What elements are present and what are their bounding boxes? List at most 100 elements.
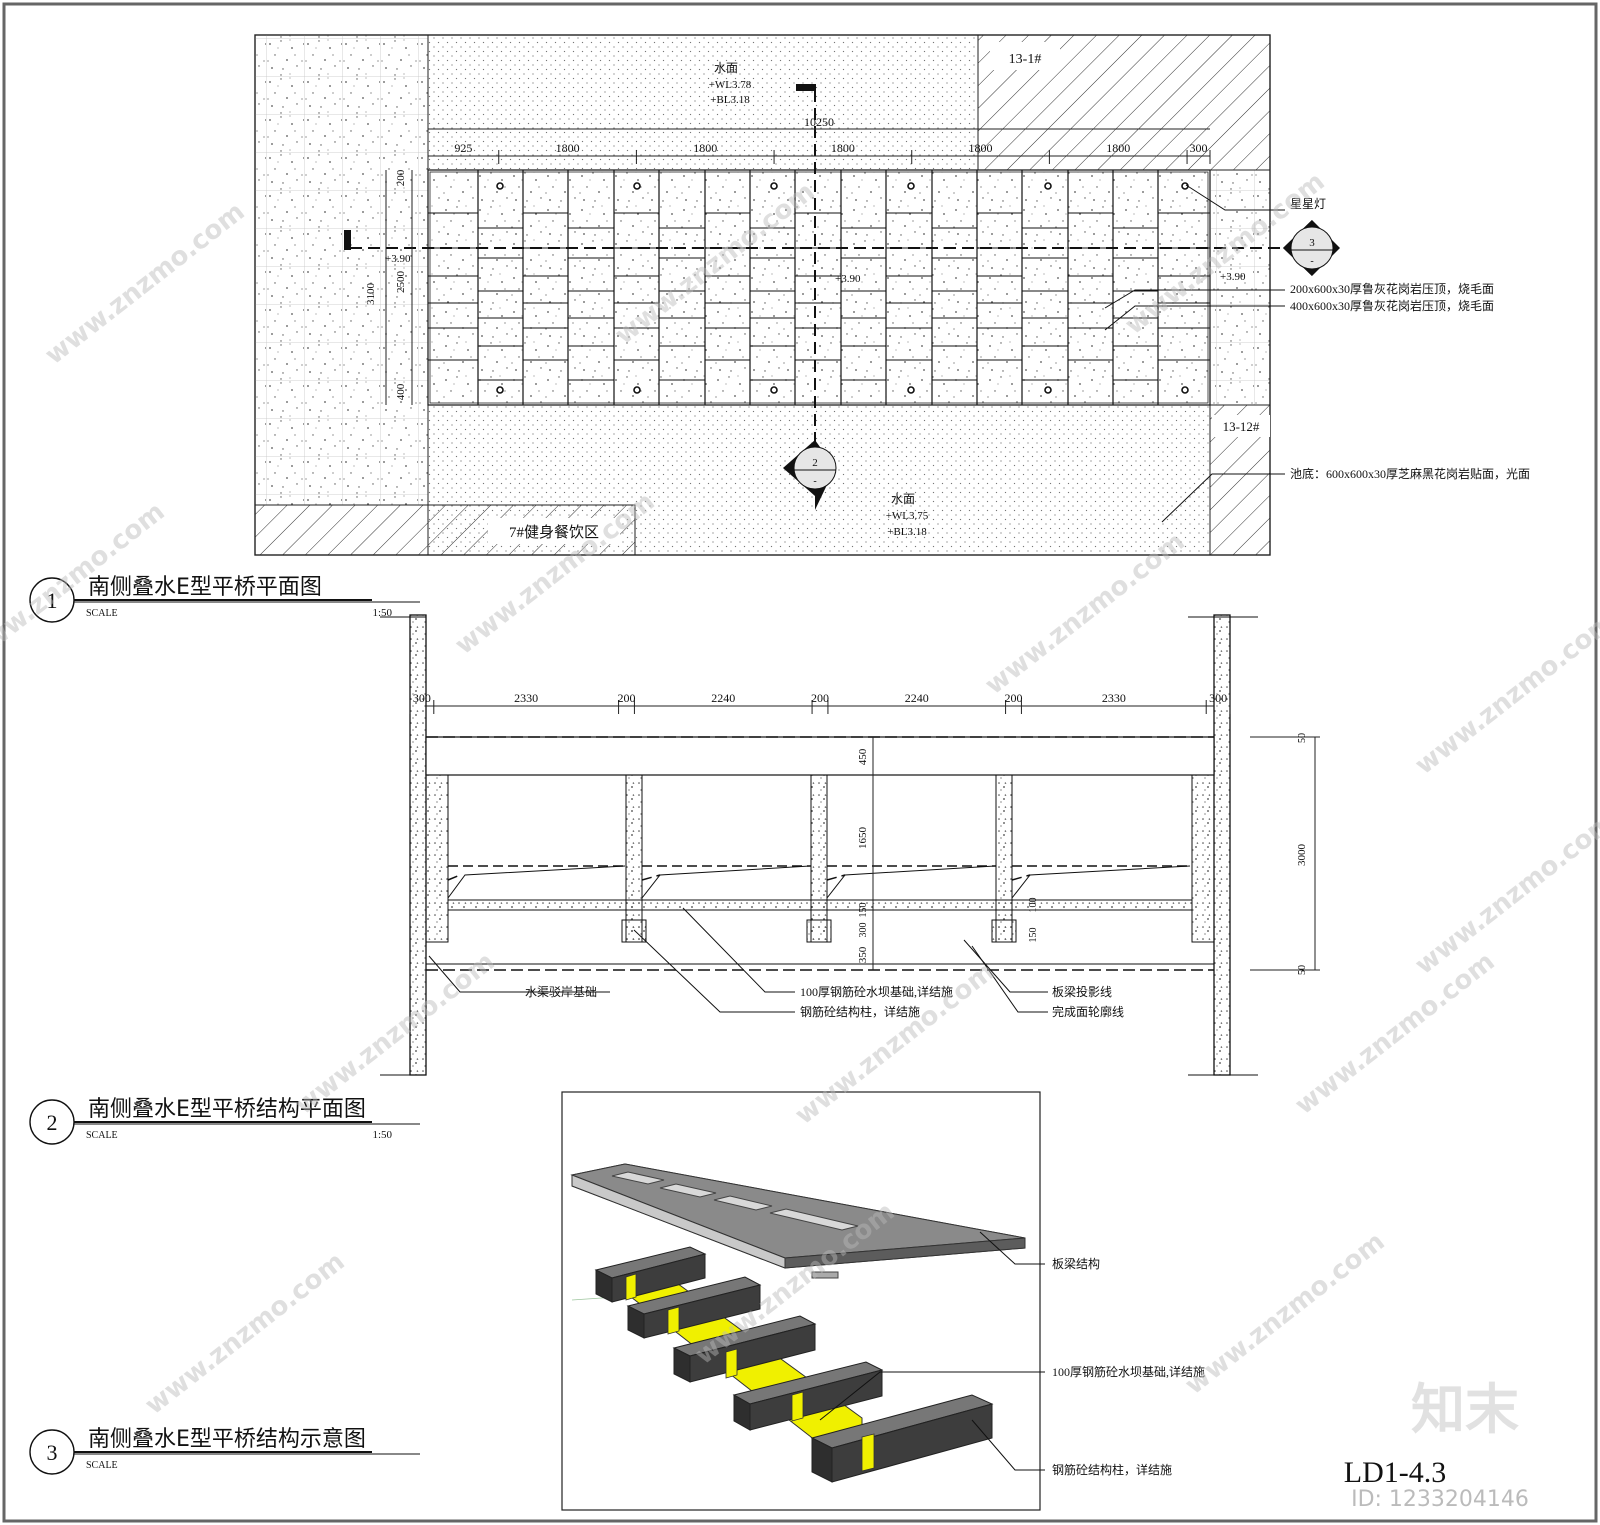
struct-dim-50-bottom: 50 bbox=[1297, 965, 1308, 975]
finish-profile-lines bbox=[447, 865, 1192, 881]
water-top-bl: +BL3.18 bbox=[710, 94, 750, 106]
star-light-marker bbox=[1044, 386, 1052, 394]
callout-bank-foundation: 水渠驳岸基础 bbox=[525, 985, 597, 999]
leader-axon-column bbox=[971, 1419, 1045, 1471]
right-wall bbox=[1213, 614, 1231, 1076]
leader-axon-slab bbox=[979, 1231, 1045, 1265]
plan-top-dim-text: 1800 bbox=[693, 141, 717, 155]
section-end-marker-left bbox=[344, 230, 351, 250]
callout-slab-projection: 板梁投影线 bbox=[1052, 984, 1112, 999]
zone-13-1-label-bg bbox=[990, 42, 1060, 70]
axon-beams bbox=[594, 1246, 994, 1483]
struct-dim-350: 350 bbox=[857, 946, 869, 963]
leader-bank-foundation bbox=[428, 955, 610, 993]
leader-star-light bbox=[1185, 184, 1285, 211]
left-dim-3100: 3100 bbox=[365, 283, 377, 306]
title-scale-label: SCALE bbox=[86, 1130, 118, 1141]
star-light-marker bbox=[496, 386, 504, 394]
struct-top-dim-text: 2330 bbox=[1102, 691, 1126, 705]
struct-dim-300: 300 bbox=[858, 923, 869, 938]
star-light-marker bbox=[496, 182, 504, 190]
callout-finish-outline: 完成面轮廓线 bbox=[1052, 1004, 1124, 1019]
leader-finish-outline bbox=[971, 945, 1048, 1013]
axon-frame bbox=[561, 1091, 1041, 1511]
elevation-center: +3.90 bbox=[835, 273, 861, 285]
col-dim-150: 150 bbox=[1028, 928, 1039, 943]
leader-stone-200 bbox=[1104, 289, 1285, 309]
section-mark-2-num: 2 bbox=[812, 457, 818, 469]
star-light-marker bbox=[907, 386, 915, 394]
callout-axon-dam: 100厚钢筋砼水坝基础,详结施 bbox=[1052, 1364, 1205, 1379]
struct-dim-3000: 3000 bbox=[1296, 844, 1308, 867]
rc-column-base bbox=[991, 919, 1017, 943]
slab-stub bbox=[811, 1271, 839, 1279]
pier-left bbox=[425, 774, 449, 943]
title-text: 南侧叠水E型平桥平面图 bbox=[88, 575, 322, 600]
zone-7-label: 7#健身餐饮区 bbox=[509, 524, 599, 541]
water-bottom-label: 水面 bbox=[891, 492, 915, 506]
title-number: 2 bbox=[47, 1110, 58, 1135]
slope-leaders bbox=[447, 865, 1191, 899]
title-scale-label: SCALE bbox=[86, 1460, 118, 1471]
left-dim-400: 400 bbox=[395, 383, 407, 400]
struct-dim-150: 150 bbox=[858, 903, 869, 918]
leader-stone-400 bbox=[1104, 305, 1285, 331]
title-number: 1 bbox=[47, 588, 58, 613]
callout-stone-200: 200x600x30厚鲁灰花岗岩压顶，烧毛面 bbox=[1290, 281, 1494, 296]
rc-column-base bbox=[621, 919, 647, 943]
struct-top-dim-text: 200 bbox=[1005, 691, 1023, 705]
callout-star-light: 星星灯 bbox=[1290, 197, 1326, 211]
water-top bbox=[427, 34, 979, 171]
plan-top-dim-text: 1800 bbox=[1106, 141, 1130, 155]
struct-top-dim-text: 2330 bbox=[514, 691, 538, 705]
callout-stone-400: 400x600x30厚鲁灰花岗岩压顶，烧毛面 bbox=[1290, 298, 1494, 313]
water-top-wl: +WL3.78 bbox=[709, 79, 752, 91]
star-light-marker bbox=[633, 386, 641, 394]
title-number: 3 bbox=[47, 1440, 58, 1465]
rc-columns bbox=[621, 774, 1017, 943]
title-scale-label: SCALE bbox=[86, 608, 118, 619]
elevation-right: +3.90 bbox=[1220, 271, 1246, 283]
water-bottom-wl: +WL3.75 bbox=[886, 510, 929, 522]
callout-rc-column: 钢筋砼结构柱，详结施 bbox=[800, 1004, 920, 1019]
struct-dim-450: 450 bbox=[857, 748, 869, 765]
struct-top-dim-text: 2240 bbox=[905, 691, 929, 705]
deck-stone-field bbox=[429, 171, 1209, 404]
slab-openings bbox=[611, 1171, 859, 1231]
left-dim-200: 200 bbox=[395, 169, 407, 186]
left-paving bbox=[254, 34, 429, 506]
pier-right bbox=[1191, 774, 1215, 943]
elevation-left: +3.90 bbox=[385, 253, 411, 265]
section-mark-3: 3 - bbox=[1283, 220, 1340, 276]
water-top-label: 水面 bbox=[714, 61, 738, 75]
plan-top-dim-text: 925 bbox=[454, 141, 472, 155]
struct-top-dim-text: 200 bbox=[811, 691, 829, 705]
section-mark-2: 2 - bbox=[783, 440, 837, 510]
watermark-logo: 知末 bbox=[1411, 1378, 1519, 1441]
rc-column bbox=[810, 774, 828, 943]
star-light-marker bbox=[770, 386, 778, 394]
water-bottom-bl: +BL3.18 bbox=[887, 526, 927, 538]
leader-dam-foundation bbox=[682, 907, 795, 993]
rc-column bbox=[625, 774, 643, 943]
zone-13-12-label-bg bbox=[1212, 415, 1270, 437]
overall-dim-text: 10250 bbox=[804, 115, 834, 129]
struct-top-dim-text: 300 bbox=[1209, 691, 1227, 705]
deck-stones bbox=[428, 170, 1210, 405]
plan-top-dim-text: 1800 bbox=[556, 141, 580, 155]
watermark-id: ID: 1233204146 bbox=[1351, 1487, 1529, 1512]
axonometric-drawing: 板梁结构 100厚钢筋砼水坝基础,详结施 钢筋砼结构柱，详结施 bbox=[561, 1091, 1205, 1511]
zone-7-label-bg bbox=[488, 518, 620, 544]
sheet-number: LD1-4.3 bbox=[1344, 1456, 1446, 1489]
zone-13-12-label: 13-12# bbox=[1223, 419, 1260, 434]
callout-axon-slab: 板梁结构 bbox=[1052, 1256, 1100, 1271]
star-light-marker bbox=[770, 182, 778, 190]
section-end-marker-top bbox=[796, 84, 816, 91]
section-mark-3-sub: - bbox=[1310, 256, 1313, 267]
zone-13-1-label: 13-1# bbox=[1009, 52, 1042, 67]
star-light-marker bbox=[907, 182, 915, 190]
